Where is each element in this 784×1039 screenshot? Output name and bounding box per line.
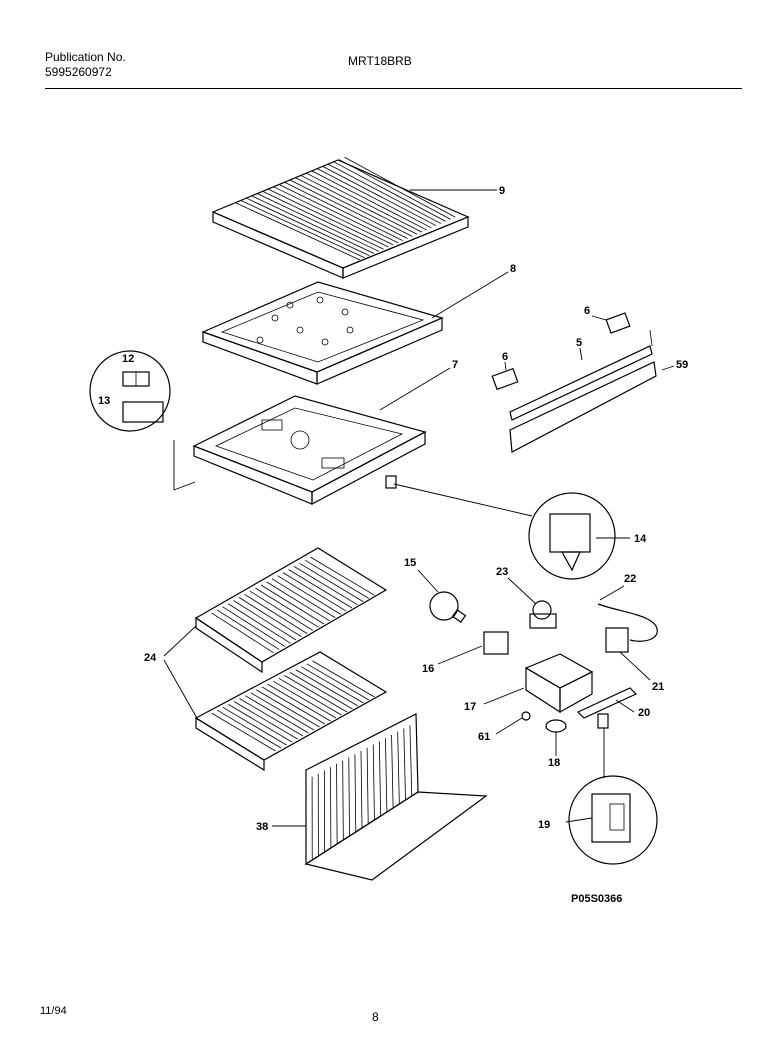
callout-22: 22 [624, 573, 636, 585]
leader-15 [417, 569, 439, 593]
header-rule [45, 88, 742, 89]
callout-9: 9 [499, 185, 505, 197]
leader-detail-b [173, 481, 196, 491]
part-20-strip [576, 687, 638, 719]
callout-59: 59 [676, 359, 688, 371]
part-21-connector [605, 627, 629, 653]
leader-20 [615, 699, 635, 713]
footer-page-number: 8 [372, 1010, 379, 1024]
switch-small [385, 475, 397, 489]
callout-61: 61 [478, 731, 490, 743]
leader-24b [163, 659, 199, 721]
callout-20: 20 [638, 707, 650, 719]
callout-16: 16 [422, 663, 434, 675]
part-22-wire [597, 603, 658, 642]
callout-24: 24 [144, 652, 157, 664]
leader-16 [437, 645, 483, 665]
part-38-basket [304, 713, 488, 881]
callout-19: 19 [538, 819, 550, 831]
part-61-screw [521, 711, 531, 721]
part-9-shelf [211, 156, 470, 279]
part-8-frame [201, 281, 444, 385]
model-number: MRT18BRB [348, 54, 412, 68]
callout-21: 21 [652, 681, 664, 693]
drawing-code: P05S0366 [571, 893, 623, 905]
callout-6b: 6 [584, 305, 590, 317]
callout-13: 13 [98, 395, 110, 407]
part-14-switch [549, 513, 591, 572]
callout-6a: 6 [502, 351, 508, 363]
leader-17 [483, 687, 525, 705]
callout-15: 15 [404, 557, 416, 569]
part-19-switch [591, 793, 631, 843]
detail-circle-12-13 [89, 350, 171, 432]
detail-circle-14 [528, 492, 616, 580]
part-12-13-clips [122, 371, 164, 423]
leader-6a [504, 361, 507, 371]
part-15-bulb [429, 591, 467, 623]
part-24-shelf-upper [194, 547, 388, 674]
part-19-small [597, 713, 609, 729]
callout-7: 7 [452, 359, 458, 371]
callout-8: 8 [510, 263, 516, 275]
leader-14-src [393, 483, 533, 517]
leader-59 [661, 365, 675, 371]
part-6-bracket-a [491, 367, 519, 391]
publication-number: 5995260972 [45, 65, 112, 79]
leader-19 [565, 817, 593, 823]
leader-24a [163, 625, 197, 657]
part-18-knob [545, 719, 567, 733]
leader-7 [379, 367, 451, 411]
callout-12: 12 [122, 353, 134, 365]
publication-label: Publication No. [45, 50, 126, 64]
part-6-bracket-b [605, 312, 631, 334]
callout-23: 23 [496, 566, 508, 578]
callout-14: 14 [634, 533, 647, 545]
part-7-cover [192, 395, 427, 505]
leader-21 [619, 651, 651, 681]
detail-circle-19 [568, 775, 658, 865]
leader-8 [431, 271, 509, 319]
callout-18: 18 [548, 757, 560, 769]
callout-17: 17 [464, 701, 476, 713]
part-24-shelf-lower [194, 651, 388, 772]
part-17-control-box [524, 653, 594, 714]
leader-22 [599, 585, 625, 601]
part-23-thermostat [529, 600, 557, 629]
leader-6b [591, 315, 607, 321]
part-5-rail [509, 329, 657, 453]
footer-date: 11/94 [40, 1005, 67, 1017]
leader-23 [507, 577, 537, 605]
leader-61 [495, 717, 523, 735]
callout-5: 5 [576, 337, 582, 349]
part-16-socket [483, 631, 509, 655]
leader-5 [579, 347, 583, 361]
callout-38: 38 [256, 821, 268, 833]
